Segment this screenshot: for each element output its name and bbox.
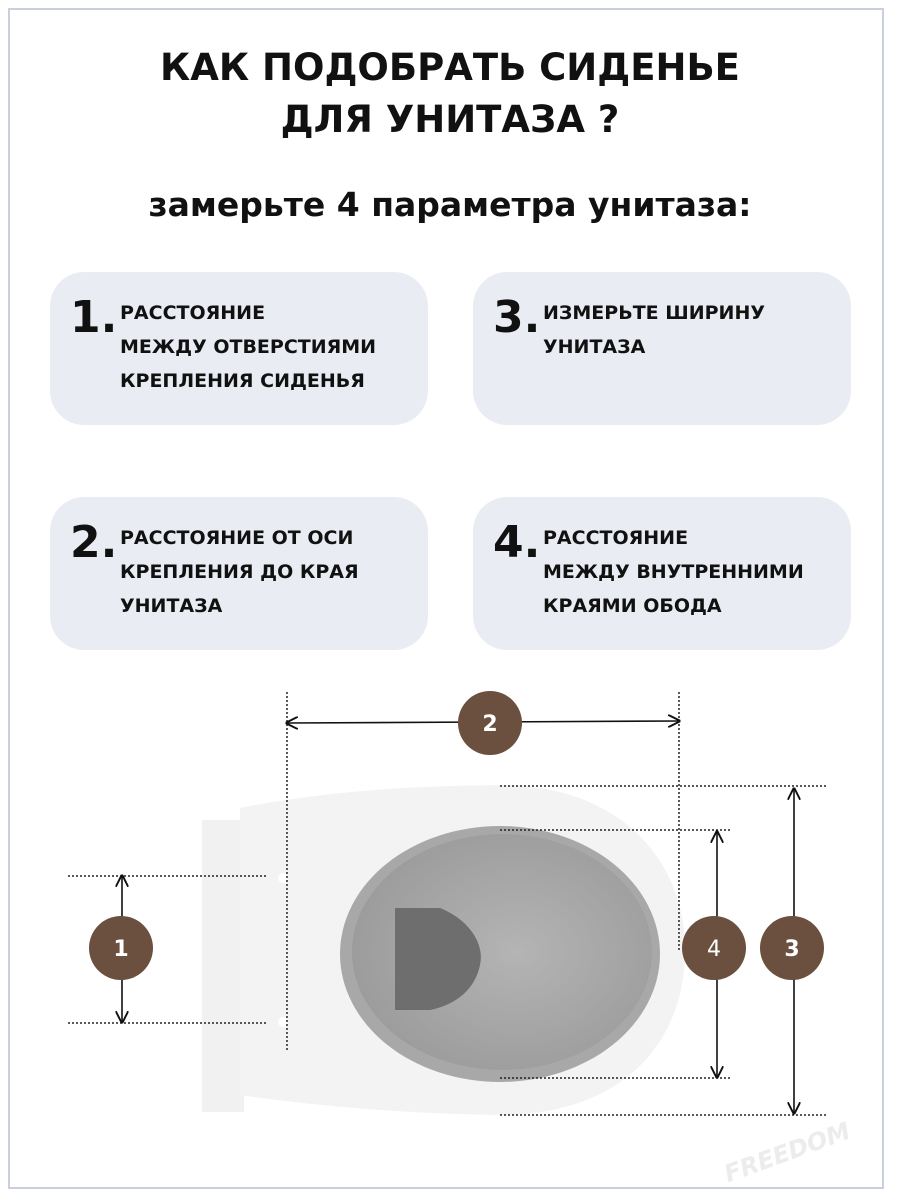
subtitle: замерьте 4 параметра унитаза:: [148, 185, 752, 224]
card-param-3: 3. ИЗМЕРЬТЕ ШИРИНУ УНИТАЗА: [473, 272, 851, 425]
card-text: РАССТОЯНИЕ МЕЖДУ ВНУТРЕННИМИ КРАЯМИ ОБОД…: [543, 527, 804, 617]
page-title: КАК ПОДОБРАТЬ СИДЕНЬЕ ДЛЯ УНИТАЗА ?: [0, 42, 900, 146]
card-number: 3.: [493, 292, 541, 343]
page-frame: [8, 8, 884, 1189]
card-text: РАССТОЯНИЕ ОТ ОСИ КРЕПЛЕНИЯ ДО КРАЯ УНИТ…: [120, 527, 359, 617]
svg-text:1: 1: [113, 937, 128, 962]
title-line-1: КАК ПОДОБРАТЬ СИДЕНЬЕ: [160, 46, 740, 89]
svg-text:4: 4: [707, 937, 721, 962]
svg-text:3: 3: [784, 937, 799, 962]
card-text: РАССТОЯНИЕ МЕЖДУ ОТВЕРСТИЯМИ КРЕПЛЕНИЯ С…: [120, 302, 377, 392]
card-param-1: 1. РАССТОЯНИЕ МЕЖДУ ОТВЕРСТИЯМИ КРЕПЛЕНИ…: [50, 272, 428, 425]
toilet-image: [202, 785, 685, 1115]
card-text: ИЗМЕРЬТЕ ШИРИНУ УНИТАЗА: [543, 302, 765, 358]
badge-1: 1: [89, 916, 153, 980]
card-number: 4.: [493, 517, 541, 568]
dimension-guides: [68, 692, 828, 1116]
badge-3: 3: [760, 916, 824, 980]
badge-2: 2: [458, 691, 522, 755]
card-param-2: 2. РАССТОЯНИЕ ОТ ОСИ КРЕПЛЕНИЯ ДО КРАЯ У…: [50, 497, 428, 650]
card-number: 2.: [70, 517, 118, 568]
badge-4: 4: [682, 916, 746, 980]
svg-text:2: 2: [482, 712, 497, 737]
title-line-2: ДЛЯ УНИТАЗА ?: [280, 98, 620, 141]
card-number: 1.: [70, 292, 118, 343]
card-param-4: 4. РАССТОЯНИЕ МЕЖДУ ВНУТРЕННИМИ КРАЯМИ О…: [473, 497, 851, 650]
watermark: FREEDOM: [721, 1117, 855, 1188]
